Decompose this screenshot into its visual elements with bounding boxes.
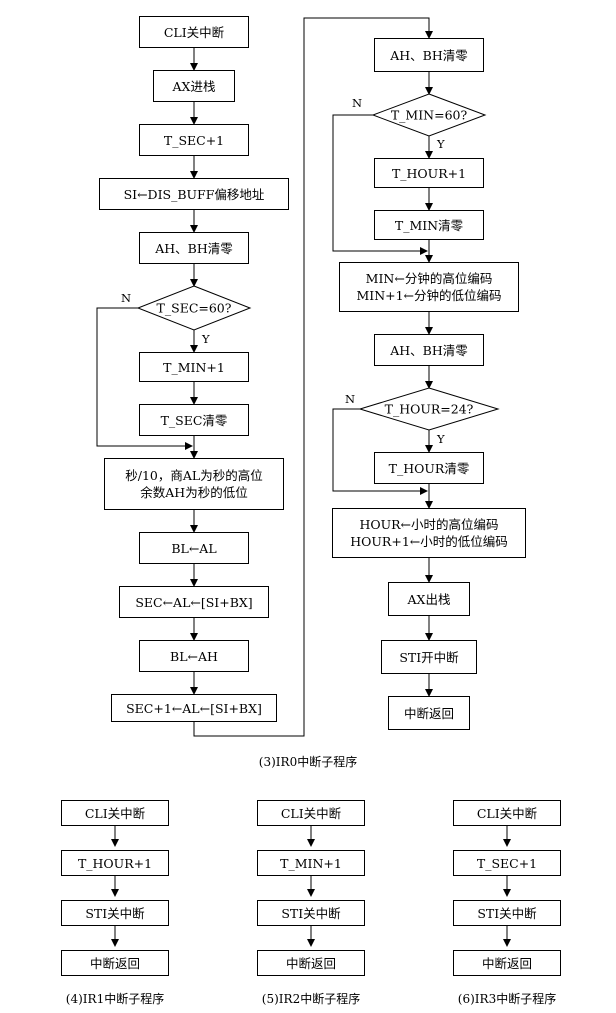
dec-sec-yes: Y [202,332,210,346]
thour-clear-label: T_HOUR清零 [388,460,470,476]
ir3-cli-box: CLI关中断 [453,800,561,826]
tmin-clear-label: T_MIN清零 [394,217,464,233]
hour-line2: HOUR+1←小时的低位编码 [350,534,508,549]
ir2-op-label: T_MIN+1 [280,855,342,871]
div-box: 秒/10，商AL为秒的高位 余数AH为秒的低位 [104,458,284,510]
hour-line1: HOUR←小时的高位编码 [359,517,499,532]
tmin-inc-box: T_MIN+1 [139,352,249,382]
dec-hour-no: N [345,392,356,406]
sec1-store-label: SEC+1←AL←[SI+BX] [126,700,262,716]
ir1-cli-label: CLI关中断 [84,805,146,821]
bl-al-box: BL←AL [139,532,249,564]
tsec-inc-label: T_SEC+1 [163,132,225,148]
decision-tmin60 [371,93,487,137]
clear3-label: AH、BH清零 [390,342,468,358]
ir1-ret-box: 中断返回 [61,950,169,976]
clear1-label: AH、BH清零 [155,240,233,256]
ir3-sti-label: STI关中断 [477,905,537,921]
min-line2: MIN+1←分钟的低位编码 [356,288,502,303]
ret-label: 中断返回 [403,705,454,721]
min-code-box: MIN←分钟的高位编码 MIN+1←分钟的低位编码 [339,262,519,312]
tmin-clear-box: T_MIN清零 [374,210,484,240]
bl-ah-label: BL←AH [170,648,218,664]
ir1-cli-box: CLI关中断 [61,800,169,826]
ir2-ret-box: 中断返回 [257,950,365,976]
dec-min-yes: Y [437,137,445,151]
ir3-cli-label: CLI关中断 [476,805,538,821]
ir3-ret-box: 中断返回 [453,950,561,976]
ir1-caption: (4)IR1中断子程序 [65,992,165,1006]
ir3-ret-label: 中断返回 [481,955,532,971]
ir3-op-label: T_SEC+1 [476,855,538,871]
ir2-op-box: T_MIN+1 [257,850,365,876]
ir2-cli-label: CLI关中断 [280,805,342,821]
ir3-sti-box: STI关中断 [453,900,561,926]
si-load-label: SI←DIS_BUFF偏移地址 [123,186,265,202]
ir3-op-box: T_SEC+1 [453,850,561,876]
ir2-sti-label: STI关中断 [281,905,341,921]
ax-pop-box: AX出栈 [388,582,470,616]
decision-thour24 [358,387,500,431]
div-line1: 秒/10，商AL为秒的高位 [125,468,263,483]
ir2-sti-box: STI关中断 [257,900,365,926]
clear2-box: AH、BH清零 [374,38,484,72]
ir3-caption: (6)IR3中断子程序 [457,992,557,1006]
min-line1: MIN←分钟的高位编码 [365,271,493,286]
div-line2: 余数AH为秒的低位 [140,485,248,500]
main-caption: (3)IR0中断子程序 [258,755,358,769]
tsec-clear-box: T_SEC清零 [139,404,249,436]
thour-inc-label: T_HOUR+1 [391,165,467,181]
cli-box: CLI关中断 [139,16,249,48]
sec-store-box: SEC←AL←[SI+BX] [119,586,269,618]
tsec-inc-box: T_SEC+1 [139,124,249,156]
ir2-caption: (5)IR2中断子程序 [261,992,361,1006]
sec1-store-box: SEC+1←AL←[SI+BX] [111,694,277,722]
ir1-sti-label: STI关中断 [85,905,145,921]
bl-al-label: BL←AL [171,540,217,556]
ax-push-label: AX进栈 [172,78,216,94]
dec-min-no: N [352,96,363,110]
dec-hour-yes: Y [437,432,445,446]
ir1-op-box: T_HOUR+1 [61,850,169,876]
ax-pop-label: AX出栈 [407,591,451,607]
dec-sec-label: T_SEC=60? [156,300,232,316]
clear3-box: AH、BH清零 [374,334,484,366]
clear2-label: AH、BH清零 [390,47,468,63]
dec-sec-no: N [121,291,132,305]
cli-label: CLI关中断 [163,24,225,40]
clear1-box: AH、BH清零 [139,232,249,264]
thour-inc-box: T_HOUR+1 [374,158,484,188]
decision-tsec60 [136,285,252,331]
sti-box: STI开中断 [381,640,477,674]
ir1-op-label: T_HOUR+1 [77,855,153,871]
ax-push-box: AX进栈 [153,70,235,102]
ir1-ret-label: 中断返回 [89,955,140,971]
ir1-sti-box: STI关中断 [61,900,169,926]
tsec-clear-label: T_SEC清零 [160,412,228,428]
ret-box: 中断返回 [388,696,470,730]
hour-code-box: HOUR←小时的高位编码 HOUR+1←小时的低位编码 [332,508,526,558]
dec-hour-label: T_HOUR=24? [384,401,474,417]
si-load-box: SI←DIS_BUFF偏移地址 [99,178,289,210]
ir2-ret-label: 中断返回 [285,955,336,971]
sec-store-label: SEC←AL←[SI+BX] [135,594,253,610]
ir2-cli-box: CLI关中断 [257,800,365,826]
bl-ah-box: BL←AH [139,640,249,672]
dec-min-label: T_MIN=60? [390,107,468,123]
sti-label: STI开中断 [399,649,459,665]
tmin-inc-label: T_MIN+1 [163,359,225,375]
thour-clear-box: T_HOUR清零 [374,452,484,484]
